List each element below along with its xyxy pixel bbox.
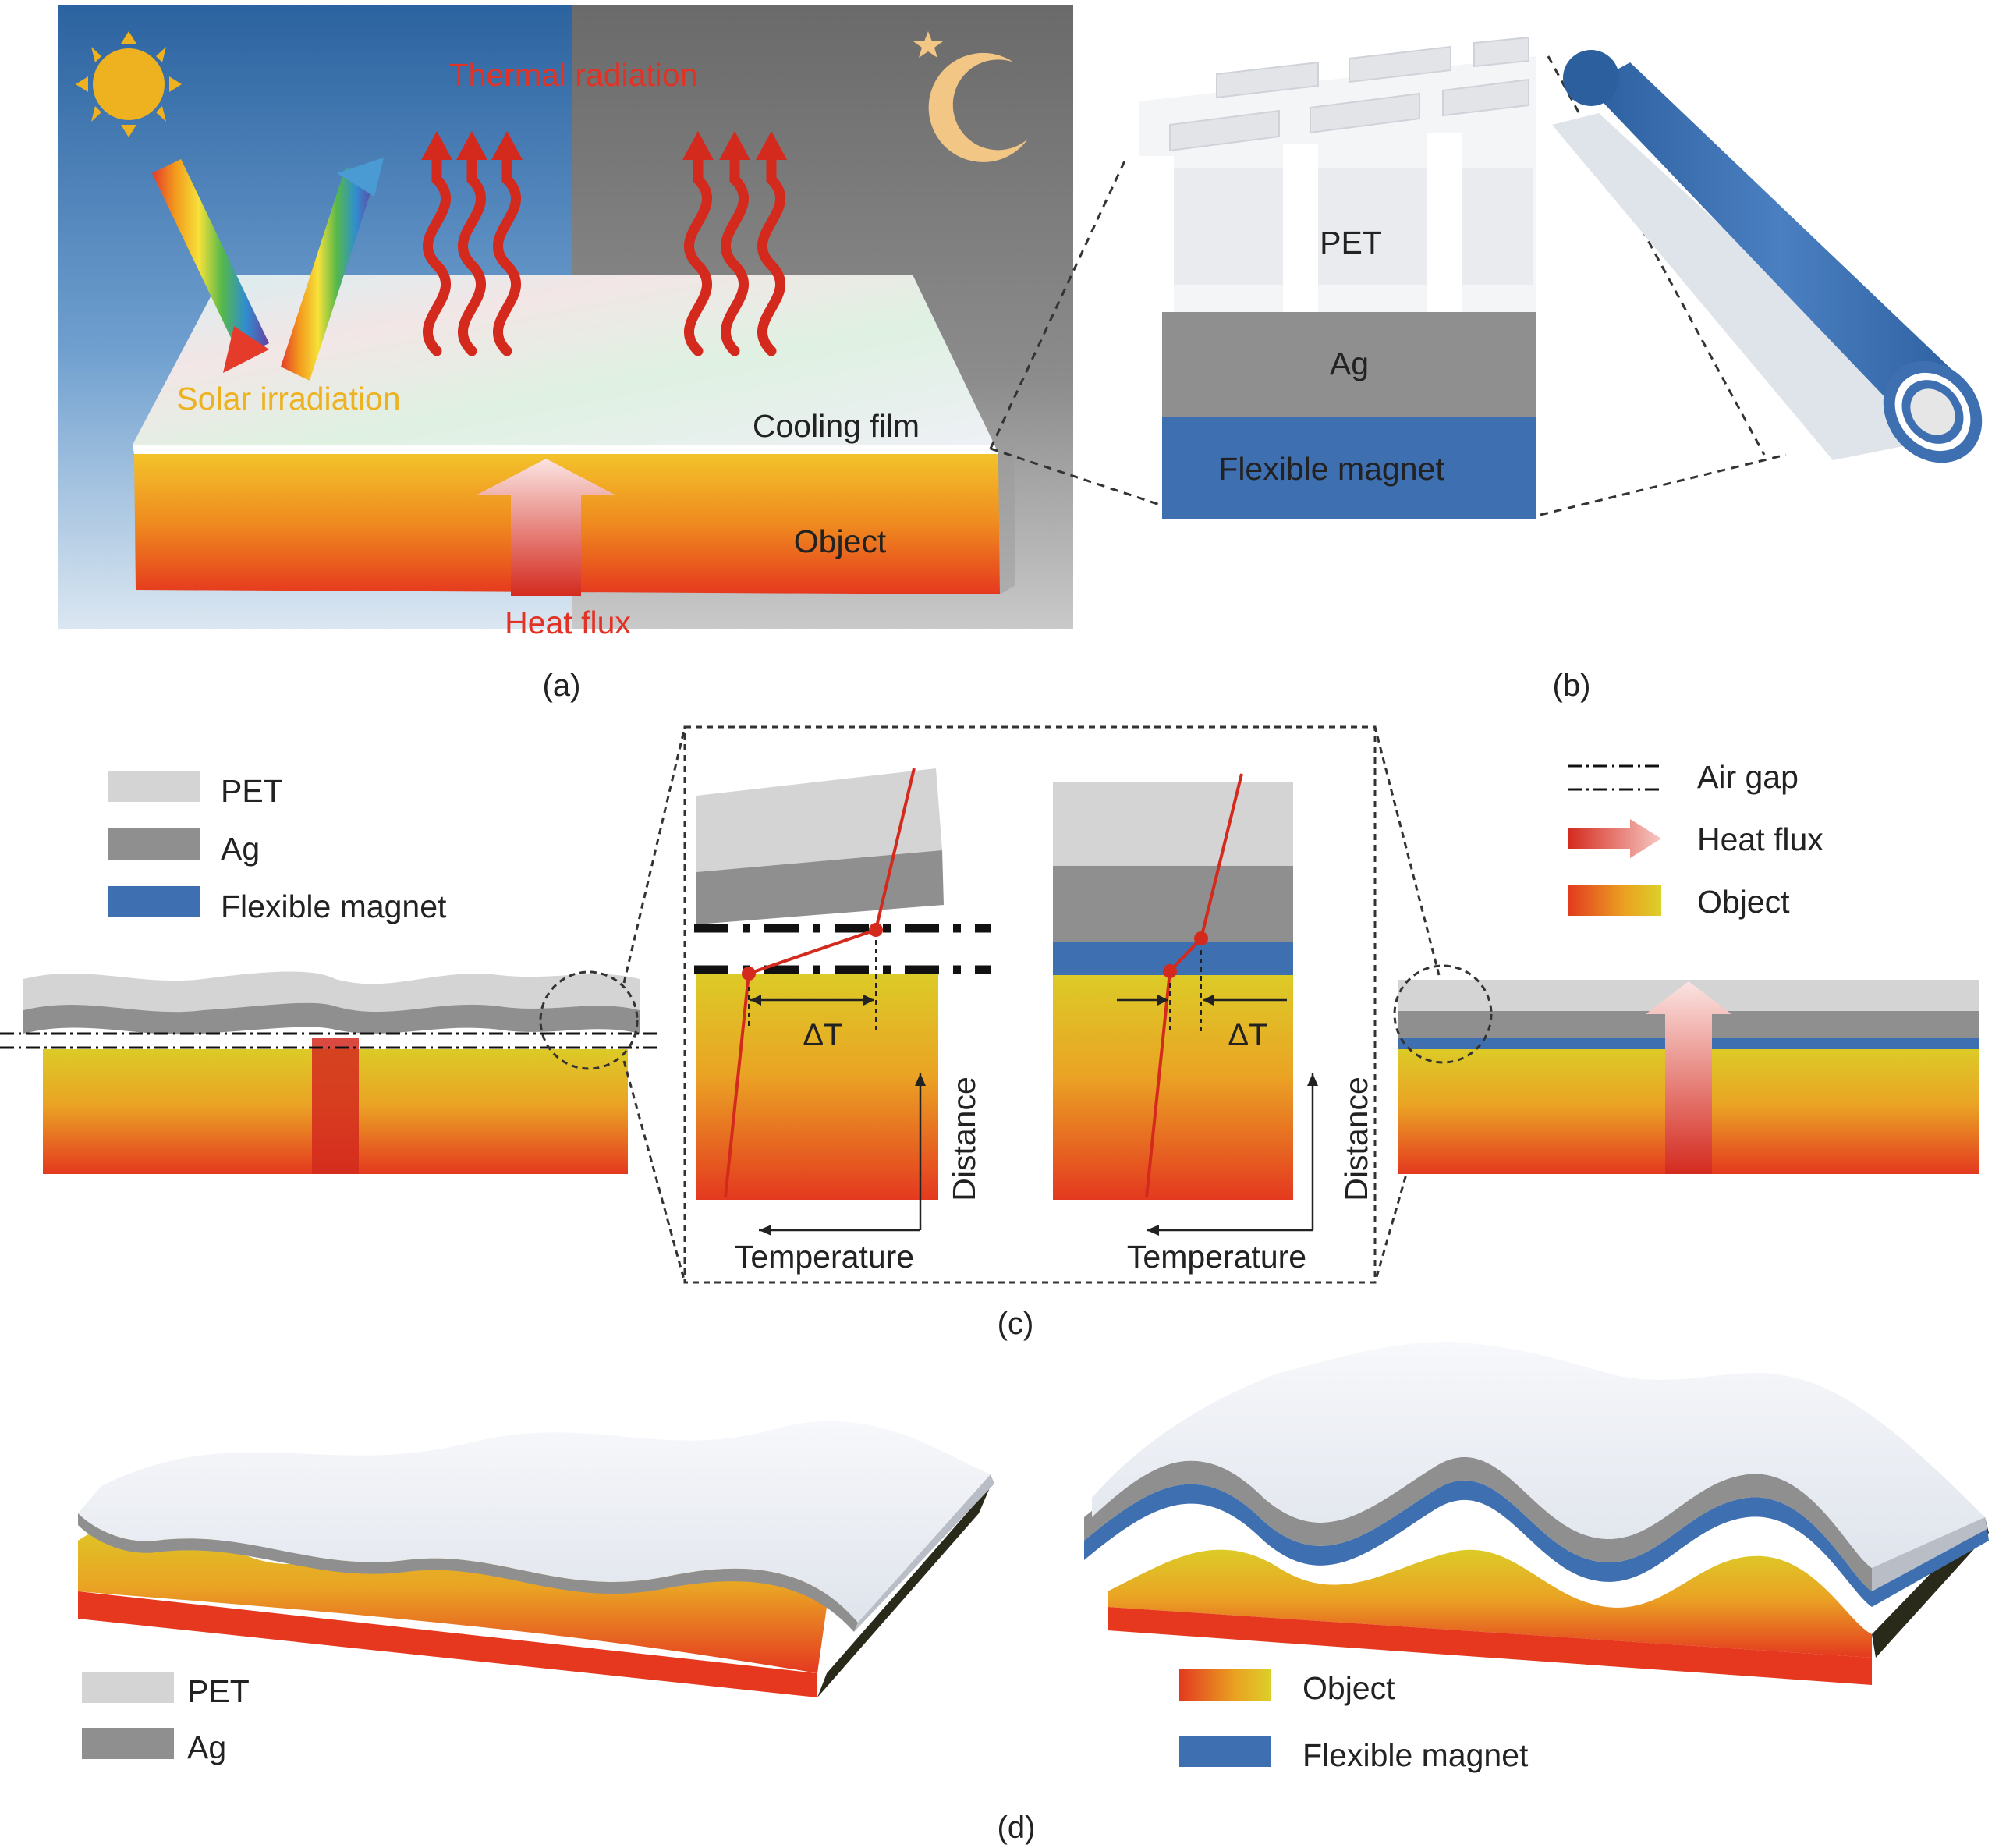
solar-rays	[152, 158, 384, 381]
caption-b: (b)	[1553, 669, 1591, 703]
legend-object-swatch	[1568, 885, 1661, 916]
legend-d-pet: PET	[187, 1673, 250, 1709]
distance-label-1: Distance	[946, 1077, 982, 1201]
ag-wavy-left	[23, 1002, 640, 1035]
left-wavy-assembly	[78, 1421, 994, 1697]
zoom-circle-left	[539, 970, 639, 1070]
legend-c-pet: PET	[221, 773, 283, 809]
flexible-magnet-label: Flexible magnet	[1218, 451, 1444, 487]
caption-c: (c)	[998, 1307, 1034, 1341]
inset-tight-contact	[1053, 773, 1318, 1236]
legend-d-object: Object	[1302, 1670, 1395, 1706]
legend-d-object-swatch	[1179, 1669, 1271, 1701]
zoom-connector-left-bottom	[622, 1060, 686, 1283]
legend-d-flexible-magnet: Flexible magnet	[1302, 1737, 1529, 1773]
solar-irradiation-label: Solar irradiation	[176, 381, 400, 417]
cooling-film-edge	[133, 445, 998, 454]
pet-label: PET	[1320, 225, 1382, 261]
moon-icon	[928, 52, 1028, 162]
object-shadow	[998, 445, 1015, 594]
legend-d-ag: Ag	[187, 1729, 226, 1765]
zoom-line-right-bottom	[1540, 453, 1787, 516]
thermal-radiation-label: Thermal radiation	[448, 57, 697, 93]
delta-t-label-1: ΔT	[803, 1018, 842, 1052]
zoom-connector-left-top	[622, 726, 686, 984]
heat-flux-label: Heat flux	[505, 605, 631, 640]
inset-air-gap	[694, 768, 991, 1236]
legend-c-ag: Ag	[221, 831, 260, 867]
zoom-connector-right-top	[1373, 726, 1441, 976]
panel-d: PET Ag Object Flexible magnet (d)	[78, 1342, 1989, 1845]
zoom-line-top	[989, 155, 1129, 449]
legend-c-object: Object	[1697, 884, 1790, 920]
pet-wavy-left	[23, 971, 640, 1013]
object-label: Object	[794, 523, 887, 559]
star-icon	[913, 31, 943, 58]
panel-c: PET Ag Flexible magnet	[0, 725, 1979, 1341]
legend-c-air-gap: Air gap	[1697, 759, 1799, 795]
temperature-label-1: Temperature	[735, 1239, 914, 1275]
heat-flux-arrow	[476, 459, 616, 596]
legend-heat-flux-arrow	[1568, 819, 1661, 858]
layer-block	[1139, 36, 1536, 519]
zoom-line-bottom	[990, 447, 1163, 507]
heat-flux-narrow	[312, 1038, 359, 1174]
rolled-film-icon	[1552, 50, 1983, 463]
distance-label-2: Distance	[1338, 1077, 1374, 1201]
legend-c-heat-flux: Heat flux	[1697, 821, 1823, 857]
ag-label: Ag	[1330, 346, 1369, 381]
sun-icon	[76, 31, 182, 137]
heat-flux-wide	[1646, 981, 1731, 1174]
legend-ag-swatch	[108, 828, 200, 860]
cooling-film-label: Cooling film	[753, 408, 920, 444]
caption-d: (d)	[998, 1811, 1036, 1845]
temperature-label-2: Temperature	[1127, 1239, 1306, 1275]
delta-t-label-2: ΔT	[1228, 1018, 1267, 1052]
cooling-film-top	[133, 275, 994, 445]
caption-a: (a)	[543, 669, 581, 703]
panel-a: Thermal radiation Solar irradiation Cool…	[58, 5, 1073, 703]
legend-c-flexible-magnet: Flexible magnet	[221, 889, 447, 924]
legend-d-ag-swatch	[82, 1728, 174, 1759]
thermal-radiation-arrows	[422, 151, 786, 356]
zoom-circle-right	[1393, 964, 1493, 1064]
legend-d-magnet-swatch	[1179, 1736, 1271, 1767]
legend-d-pet-swatch	[82, 1672, 174, 1703]
legend-magnet-swatch	[108, 886, 200, 917]
legend-pet-swatch	[108, 771, 200, 802]
panel-b: PET Ag Flexible magnet (b)	[989, 36, 1983, 703]
right-wavy-assembly	[1084, 1342, 1989, 1685]
